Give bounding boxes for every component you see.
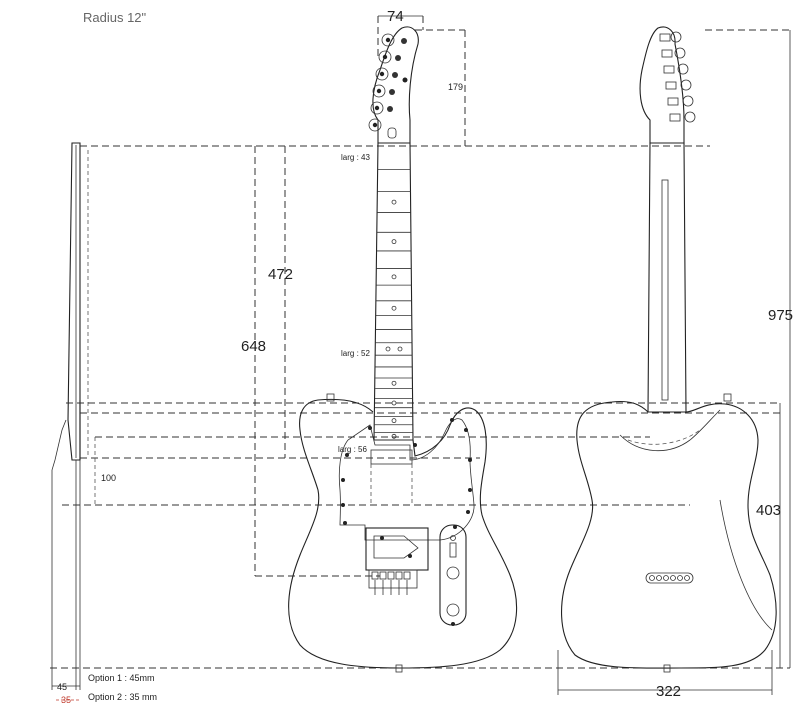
fret-marker — [391, 433, 397, 439]
strap-button-back-bottom — [663, 664, 671, 673]
dimension-lines — [52, 15, 791, 701]
radius-title: Radius 12" — [83, 10, 147, 25]
dim-35: 35 — [61, 695, 71, 705]
fret-marker — [391, 380, 397, 386]
back-view — [561, 26, 777, 673]
bridge-saddles — [368, 569, 418, 595]
headstock-back — [639, 26, 685, 144]
neck-back — [647, 142, 687, 413]
tuners-back — [659, 31, 696, 123]
tuner-pegs-front — [368, 33, 408, 139]
reference-lines — [50, 145, 790, 669]
dim-648: 648 — [241, 338, 266, 355]
pickguard-screws — [341, 418, 472, 529]
truss-rod — [661, 179, 669, 401]
volume-knob — [446, 566, 460, 580]
strap-button-top — [326, 393, 335, 402]
strap-button-back-top — [723, 393, 732, 402]
dim-100: 100 — [101, 473, 116, 483]
side-profile-view — [51, 142, 89, 690]
dim-179: 179 — [448, 82, 463, 92]
dim-322: 322 — [656, 683, 681, 700]
fret-marker — [391, 305, 397, 311]
dim-45: 45 — [57, 682, 67, 692]
fret-markers — [385, 199, 403, 439]
selector-switch — [449, 542, 457, 558]
width-nut: larg : 43 — [341, 153, 370, 162]
neck-pickup — [370, 449, 413, 465]
strap-button-bottom — [395, 664, 403, 673]
dim-74: 74 — [387, 8, 404, 25]
neck-front — [373, 142, 414, 441]
fret-marker — [391, 199, 397, 205]
headstock-front — [372, 26, 419, 144]
body-front — [288, 398, 518, 669]
pickguard — [338, 418, 475, 541]
width-fret12: larg : 52 — [341, 349, 370, 358]
string-ferrules — [645, 572, 694, 584]
bridge-plate — [365, 527, 429, 571]
option-2: Option 2 : 35 mm — [88, 692, 157, 702]
fret-marker-double — [397, 346, 403, 352]
frets — [374, 169, 414, 441]
fret-marker — [391, 239, 397, 245]
front-view — [288, 26, 518, 673]
fret-marker-double — [385, 346, 391, 352]
bridge-pickup — [373, 535, 419, 559]
fret-marker — [391, 400, 397, 406]
dim-403: 403 — [756, 502, 781, 519]
fret-marker — [391, 418, 397, 424]
body-back — [561, 400, 777, 669]
option-1: Option 1 : 45mm — [88, 673, 155, 683]
control-plate — [439, 524, 467, 626]
width-heel: larg : 56 — [338, 445, 367, 454]
fret-marker — [391, 274, 397, 280]
dim-975: 975 — [768, 307, 793, 324]
dim-472: 472 — [268, 266, 293, 283]
tone-knob — [446, 603, 460, 617]
